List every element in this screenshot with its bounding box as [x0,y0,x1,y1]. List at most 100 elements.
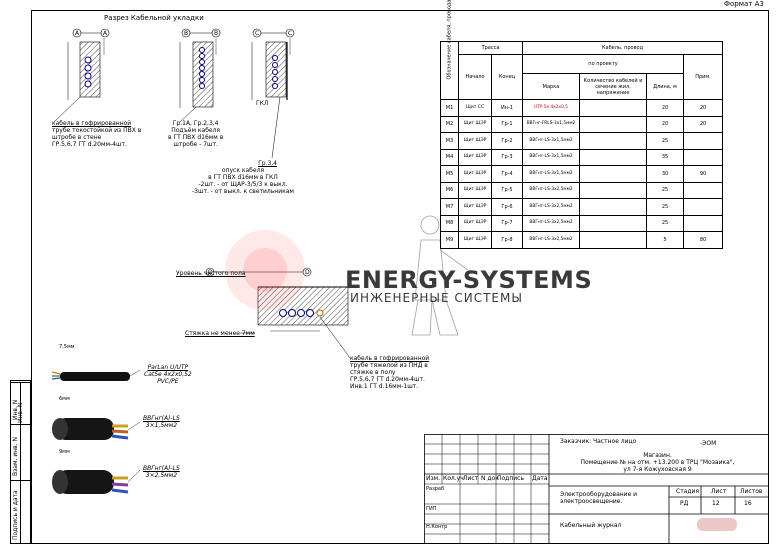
stamp-customer: Заказчик: Частное лицо [560,438,637,445]
note-c-body: опуск кабеля в ГТ ПВХ d16мм в ГКЛ -2шт. … [192,167,294,195]
row-start: Щит СС [458,99,492,117]
row-end: Гр-4 [491,165,523,183]
section-b [179,32,217,123]
row-end: Гр-8 [491,231,523,249]
cable-vvg25-label: ВВГнг(А)-LS 3×2,5мм2 [143,465,180,479]
format-label: Формат А3 [724,0,764,8]
journal-side-header: Обозначение кабеля, провода [446,0,453,79]
row-mark: ВВГнг-LS-3x1,5мм2 [522,132,580,150]
row-mark: ВВГнг-LS-3x1,5мм2 [522,165,580,183]
stamp-h-sheets: Листов [740,488,763,495]
row-mark: ВВГнг-FRLS-3x1,5мм2 [522,115,580,133]
row-mark: ВВГнг-LS-3x1,5мм2 [522,148,580,166]
row-start: Щит ЩЭР [458,231,492,249]
cable-vvg25-dim: 9мм [59,449,70,455]
cable-utp-drawing [51,369,141,381]
row-id: М9 [440,231,459,249]
row-start: Щит ЩЭР [458,198,492,216]
row-note [683,214,723,232]
row-id: М5 [440,165,459,183]
row-id: М7 [440,198,459,216]
row-id: М3 [440,132,459,150]
row-note [683,132,723,150]
stamp-grid [424,434,769,544]
row-length: 5 [646,231,684,249]
journal-h-cable: Кабель, провод [522,41,723,55]
stamp-role-gip: ГИП [426,506,437,512]
cable-vvg15-label: ВВГнг(А)-LS 3×1,5мм2 [143,415,180,429]
stamp-sheet: 12 [712,500,720,507]
row-end: Ин-1 [491,99,523,117]
stamp-object: Магазин. Помещение № на отм. +13.200 в Т… [580,452,735,473]
row-note [683,181,723,199]
stamp-col-izm: Изм. [426,475,441,482]
stamp-sheets: 16 [744,500,752,507]
row-qty [579,99,647,117]
marker-b-left: В [184,30,189,37]
row-length: 35 [646,148,684,166]
row-start: Щит ЩЭР [458,214,492,232]
row-mark: ВВГнг-LS-3x2,5мм2 [522,198,580,216]
row-note: 80 [683,231,723,249]
row-end: Гр-2 [491,132,523,150]
marker-a-right: А [103,30,108,37]
row-qty [579,165,647,183]
row-mark: ВВГнг-LS-3x2,5мм2 [522,214,580,232]
row-note: 20 [683,99,723,117]
stamp-stage: РД [680,500,689,507]
section-d [210,271,351,359]
row-qty [579,132,647,150]
row-note: 90 [683,165,723,183]
cable-utp-dim: 7,5мм [59,344,75,350]
row-length: 20 [646,99,684,117]
section-title: Разрез Кабельной укладки [104,14,204,22]
row-qty [579,115,647,133]
row-qty [579,148,647,166]
row-length: 20 [646,115,684,133]
cable-utp-label: ParLan U/UTP Cat5e 4x2x0,52 PVC/PE [144,364,192,385]
row-note: 20 [683,115,723,133]
marker-d-left: D [208,269,213,276]
stamp-code: -ЭОМ [700,440,717,447]
watermark-figure [411,215,469,336]
row-start: Щит ЩЭР [458,115,492,133]
stamp-h-sheet: Лист [711,488,727,495]
gkl-label: ГКЛ [256,100,269,107]
journal-h-trassa: Трасса [458,41,523,55]
row-end: Гр-1 [491,115,523,133]
row-id: М1 [440,99,459,117]
note-c: Гр.3,4 [258,160,277,167]
floor-level-label: Уровень чистого пола [176,270,246,277]
row-length: 30 [646,165,684,183]
row-id: М6 [440,181,459,199]
note-a: кабель в гофрированной трубе токостойкой… [52,120,142,148]
row-end: Гр-3 [491,148,523,166]
stamp-col-koluch: Кол.уч [443,475,464,482]
row-id: М8 [440,214,459,232]
row-length: 25 [646,181,684,199]
row-start: Щит ЩЭР [458,132,492,150]
stamp-section: Электрооборудование и электроосвещение. [560,491,638,505]
row-qty [579,181,647,199]
row-length: 25 [646,132,684,150]
marker-d-right: D [305,269,310,276]
stamp-logo [697,518,737,531]
row-note [683,148,723,166]
stamp-sheet-title: Кабельный журнал [560,522,622,529]
row-end: Гр-6 [491,198,523,216]
cable-vvg25-drawing [52,469,141,494]
watermark-subtitle: ИНЖЕНЕРНЫЕ СИСТЕМЫ [350,291,523,305]
row-mark: ВВГнг-LS-3x2,5мм2 [522,181,580,199]
stamp-role-razrab: Разраб [426,486,445,492]
stamp-col-data: Дата [532,475,548,482]
row-start: Щит ЩЭР [458,181,492,199]
